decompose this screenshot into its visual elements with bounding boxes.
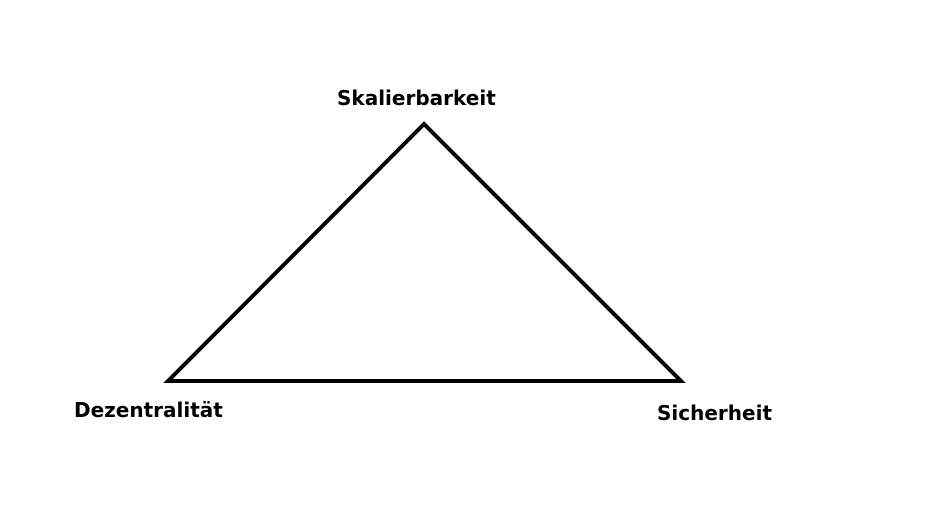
label-decentralization: Dezentralität <box>74 398 223 422</box>
label-security: Sicherheit <box>657 401 772 425</box>
label-scalability: Skalierbarkeit <box>337 86 496 110</box>
triangle-shape <box>163 121 686 383</box>
